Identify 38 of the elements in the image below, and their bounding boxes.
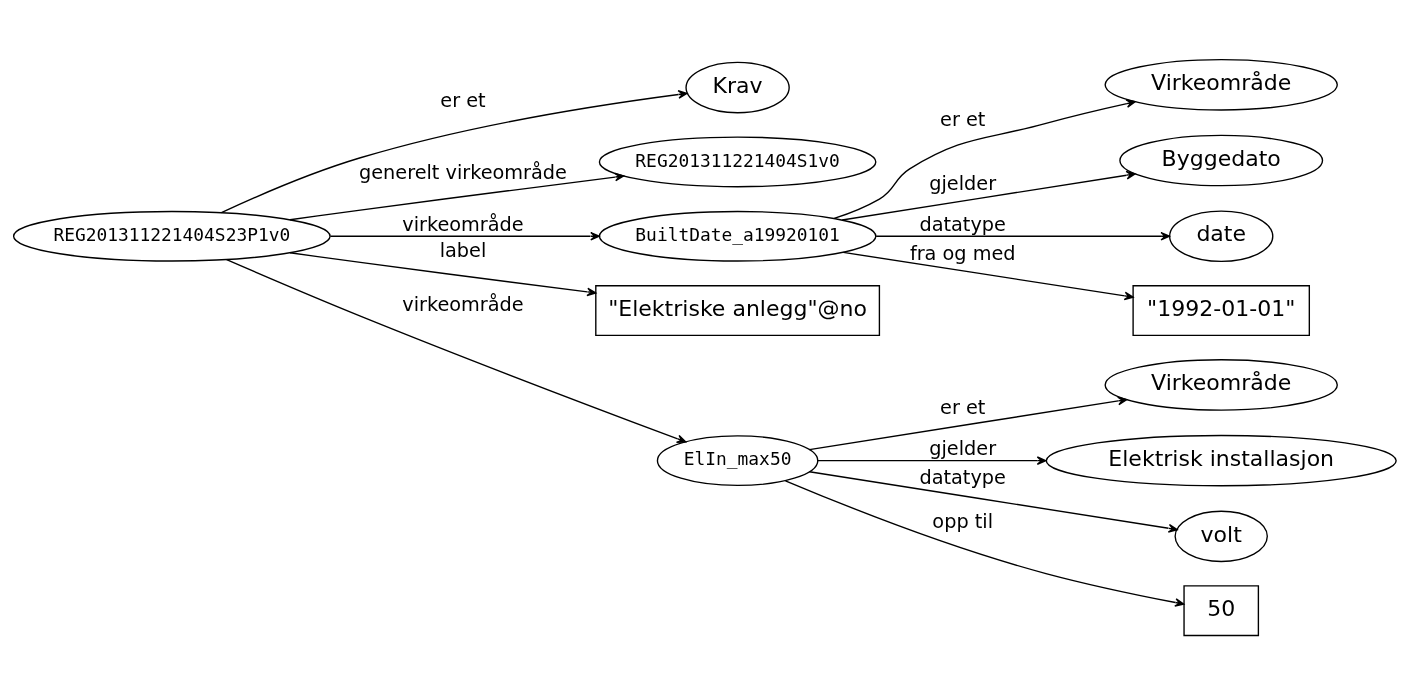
node-ellipse: REG201311221404S23P1v0 [12,210,331,262]
arrow [817,455,1047,465]
arrow [842,251,1134,300]
arrow [220,89,688,213]
edge-label: er et [940,107,986,131]
node-box: "Elektriske anlegg"@no [595,284,881,336]
edge-label: generelt virkeområde [359,160,567,184]
arrow [225,258,687,443]
edge-label: fra og med [909,241,1016,265]
edge-label: opp til [932,509,994,533]
arrow [289,251,597,296]
node-ellipse: Krav [685,61,790,113]
edge-label: gjelder [929,436,997,460]
edge-label: er et [940,395,986,419]
node-ellipse: BuiltDate_a19920101 [598,210,877,262]
arrow [875,231,1171,241]
node-ellipse: REG201311221404S1v0 [598,135,877,187]
edge-label: gjelder [929,171,997,195]
node-box: "1992-01-01" [1132,284,1310,336]
arrow [808,470,1178,533]
node-ellipse: volt [1174,510,1268,562]
node-ellipse: date [1168,209,1274,262]
node-ellipse: Byggedato [1119,134,1324,186]
edge-label: datatype [919,465,1006,489]
node-box: 50 [1183,584,1260,636]
arrow [289,172,625,220]
arrow [784,479,1185,607]
node-ellipse: Elektrisk installasjon [1045,434,1397,486]
arrow [808,396,1128,450]
edge-label: datatype [919,212,1006,236]
edge-label: label [439,238,487,262]
arrow [841,170,1136,221]
edge-label: virkeområde [402,212,524,236]
arrow [833,98,1136,219]
node-ellipse: Virkeområde [1104,358,1338,411]
arrow [329,231,600,241]
edge-label: er et [440,88,486,112]
edge-label: virkeområde [402,292,524,316]
